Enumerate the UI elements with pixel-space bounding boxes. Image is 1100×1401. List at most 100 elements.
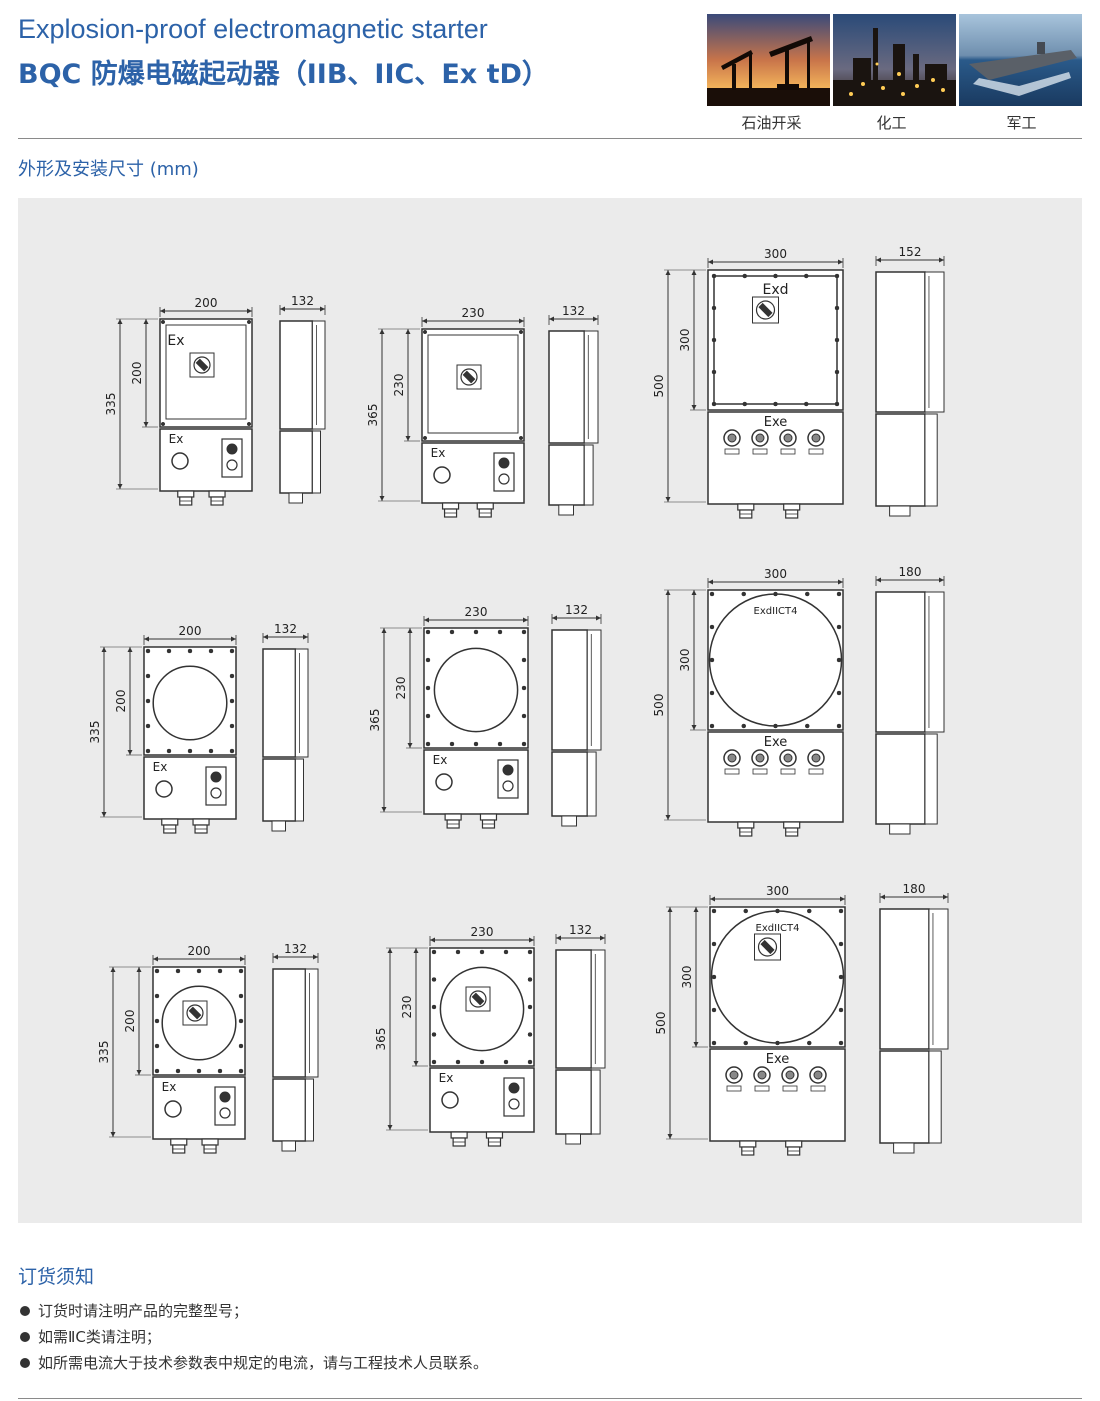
arrow-icon (136, 967, 142, 972)
width-dimension-label: 230 (465, 605, 488, 619)
arrow-icon (413, 1061, 419, 1066)
bolt-icon (175, 1068, 181, 1074)
bolt-icon (709, 624, 715, 630)
cable-gland (485, 1131, 504, 1139)
cable-gland (201, 1138, 219, 1146)
arrow-icon (691, 590, 697, 595)
side-lower-body (879, 1050, 930, 1144)
total-height-dimension-label: 365 (374, 1028, 388, 1051)
bolt-icon (449, 741, 455, 747)
side-gland (288, 492, 303, 504)
upper-height-dimension-label: 230 (400, 996, 414, 1019)
push-button-center-icon (729, 1070, 739, 1080)
push-button-center-icon (783, 433, 793, 443)
photo-caption-oil: 石油开采 (741, 114, 802, 132)
aircraft-carrier-photo (959, 14, 1082, 106)
bolt-icon (711, 941, 717, 947)
bolt-icon (229, 748, 235, 754)
side-lower-body (279, 430, 314, 494)
bolt-icon (743, 1040, 748, 1046)
photo-caption-chemical: 化工 (876, 114, 907, 132)
total-height-dimension-label: 365 (366, 404, 380, 427)
bolt-icon (709, 657, 715, 663)
side-cover (590, 949, 606, 1069)
arrow-icon (263, 634, 268, 640)
selector-handle-icon (760, 939, 775, 955)
bolt-icon (455, 949, 461, 955)
upper-height-dimension-label: 200 (123, 1010, 137, 1033)
round-cover-icon (152, 665, 228, 741)
total-height-dimension-label: 500 (652, 375, 666, 398)
arrow-icon (379, 496, 385, 501)
arrow-icon (144, 636, 149, 642)
bolt-icon (834, 369, 840, 375)
cable-gland (177, 490, 195, 498)
arrow-icon (549, 316, 554, 322)
bolt-icon (521, 657, 527, 663)
bolt-icon (527, 1004, 533, 1010)
bolt-icon (711, 273, 717, 279)
bolt-icon (834, 305, 840, 311)
bolt-icon (473, 629, 479, 635)
push-button-icon (502, 764, 514, 776)
upper-height-dimension-label: 200 (114, 690, 128, 713)
side-upper-body (272, 968, 307, 1078)
bolt-icon (709, 723, 715, 729)
bolt-icon (711, 337, 717, 343)
total-height-dimension-label: 500 (652, 694, 666, 717)
cable-gland (170, 1138, 188, 1146)
side-lower-cover (311, 430, 321, 494)
enclosure-marking: Ex (431, 446, 446, 460)
bolt-icon (217, 968, 223, 974)
arrow-icon (519, 318, 524, 324)
bolt-icon (238, 1018, 244, 1024)
depth-dimension-label: 180 (903, 882, 926, 896)
arrow-icon (127, 647, 133, 652)
bolt-icon (836, 690, 842, 696)
arrow-icon (280, 306, 285, 312)
button-label-plate (808, 768, 824, 775)
bolt-icon (521, 685, 527, 691)
side-lower-cover (586, 751, 597, 817)
push-button-icon (508, 1082, 520, 1094)
bolt-icon (711, 369, 717, 375)
arrow-icon (117, 319, 123, 324)
arrow-icon (160, 308, 165, 314)
bolt-icon (431, 949, 437, 955)
dimensions-section-title: 外形及安装尺寸 (mm) (18, 159, 199, 180)
arrow-icon (710, 896, 715, 902)
side-lower-body (272, 1078, 307, 1142)
arrow-icon (381, 628, 387, 633)
bolt-icon (711, 1040, 717, 1046)
arrow-icon (110, 967, 116, 972)
bolt-icon (145, 648, 151, 654)
bolt-icon (741, 723, 746, 729)
side-lower-cover (590, 1069, 601, 1135)
bolt-icon (836, 591, 842, 597)
side-gland (893, 1142, 915, 1154)
bullet-icon (20, 1332, 30, 1342)
cable-gland (476, 502, 494, 510)
order-note-text: 如所需电流大于技术参数表中规定的电流，请与工程技术人员联系。 (38, 1354, 489, 1372)
arrow-icon (143, 319, 149, 324)
bolt-icon (838, 908, 844, 914)
bolt-icon (743, 908, 748, 914)
width-dimension-label: 230 (462, 306, 485, 320)
bolt-icon (711, 908, 717, 914)
bolt-icon (527, 949, 533, 955)
arrow-icon (273, 954, 278, 960)
side-lower-body (548, 444, 586, 506)
button-label-plate (724, 448, 740, 455)
arrow-icon (593, 316, 598, 322)
arrow-icon (693, 907, 699, 912)
width-dimension-label: 200 (195, 296, 218, 310)
arrow-icon (665, 590, 671, 595)
selector-handle-icon (188, 1006, 202, 1020)
bolt-icon (473, 741, 479, 747)
depth-dimension-label: 132 (562, 304, 585, 318)
cable-gland (208, 490, 226, 498)
bolt-icon (527, 977, 533, 982)
bolt-icon (187, 748, 193, 754)
